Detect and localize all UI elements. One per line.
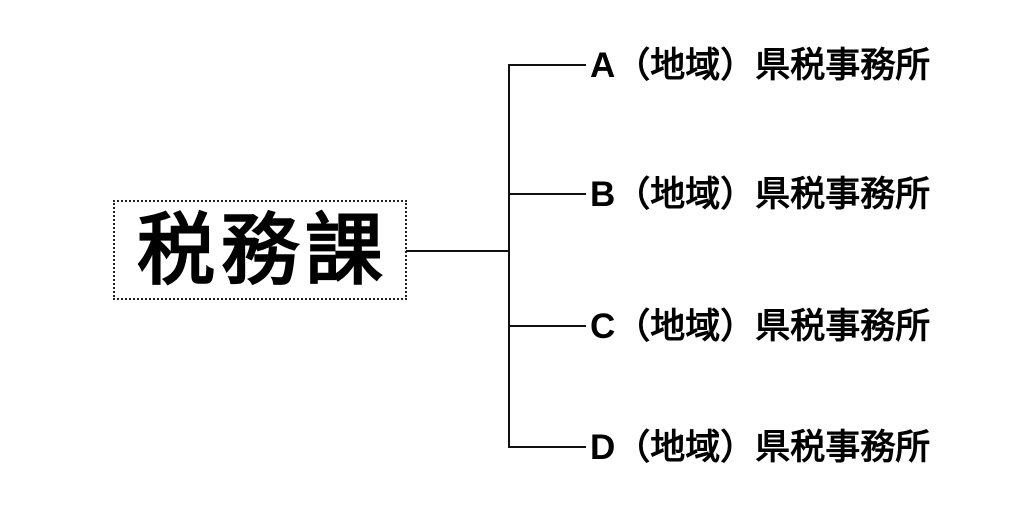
branch-node-c: C（地域）県税事務所 bbox=[590, 306, 931, 346]
branch-tick-line-d bbox=[508, 446, 586, 448]
branch-spine-line bbox=[508, 64, 510, 448]
branch-tick-line-b bbox=[508, 193, 586, 195]
root-node-label: 税務課 bbox=[136, 206, 389, 294]
branch-node-b: B（地域）県税事務所 bbox=[590, 174, 931, 214]
branch-node-d: D（地域）県税事務所 bbox=[590, 427, 931, 467]
root-connector-line bbox=[406, 250, 510, 252]
branch-tick-line-a bbox=[508, 64, 586, 66]
branch-tick-line-c bbox=[508, 325, 586, 327]
branch-node-a: A（地域）県税事務所 bbox=[590, 45, 931, 85]
root-node-box: 税務課 bbox=[113, 200, 407, 300]
